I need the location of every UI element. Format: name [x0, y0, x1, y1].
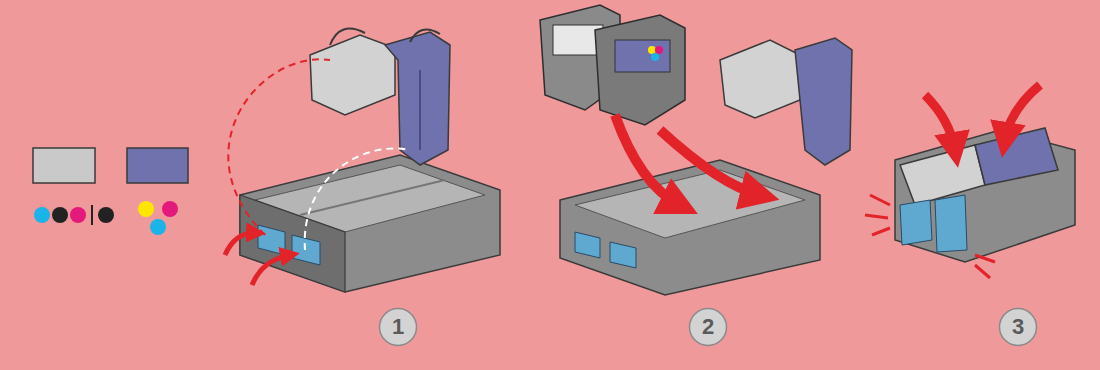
closed-carrier — [865, 85, 1075, 278]
callout-number: 2 — [702, 316, 714, 338]
callout-number: 3 — [1012, 316, 1024, 338]
open-carrier — [225, 29, 500, 292]
step-circle: 1 — [378, 307, 418, 347]
callout-number: 1 — [392, 316, 404, 338]
cartridge-insert — [540, 5, 852, 295]
cartridge-key — [33, 148, 188, 235]
step-circle: 2 — [688, 307, 728, 347]
step-circle: 3 — [998, 307, 1038, 347]
